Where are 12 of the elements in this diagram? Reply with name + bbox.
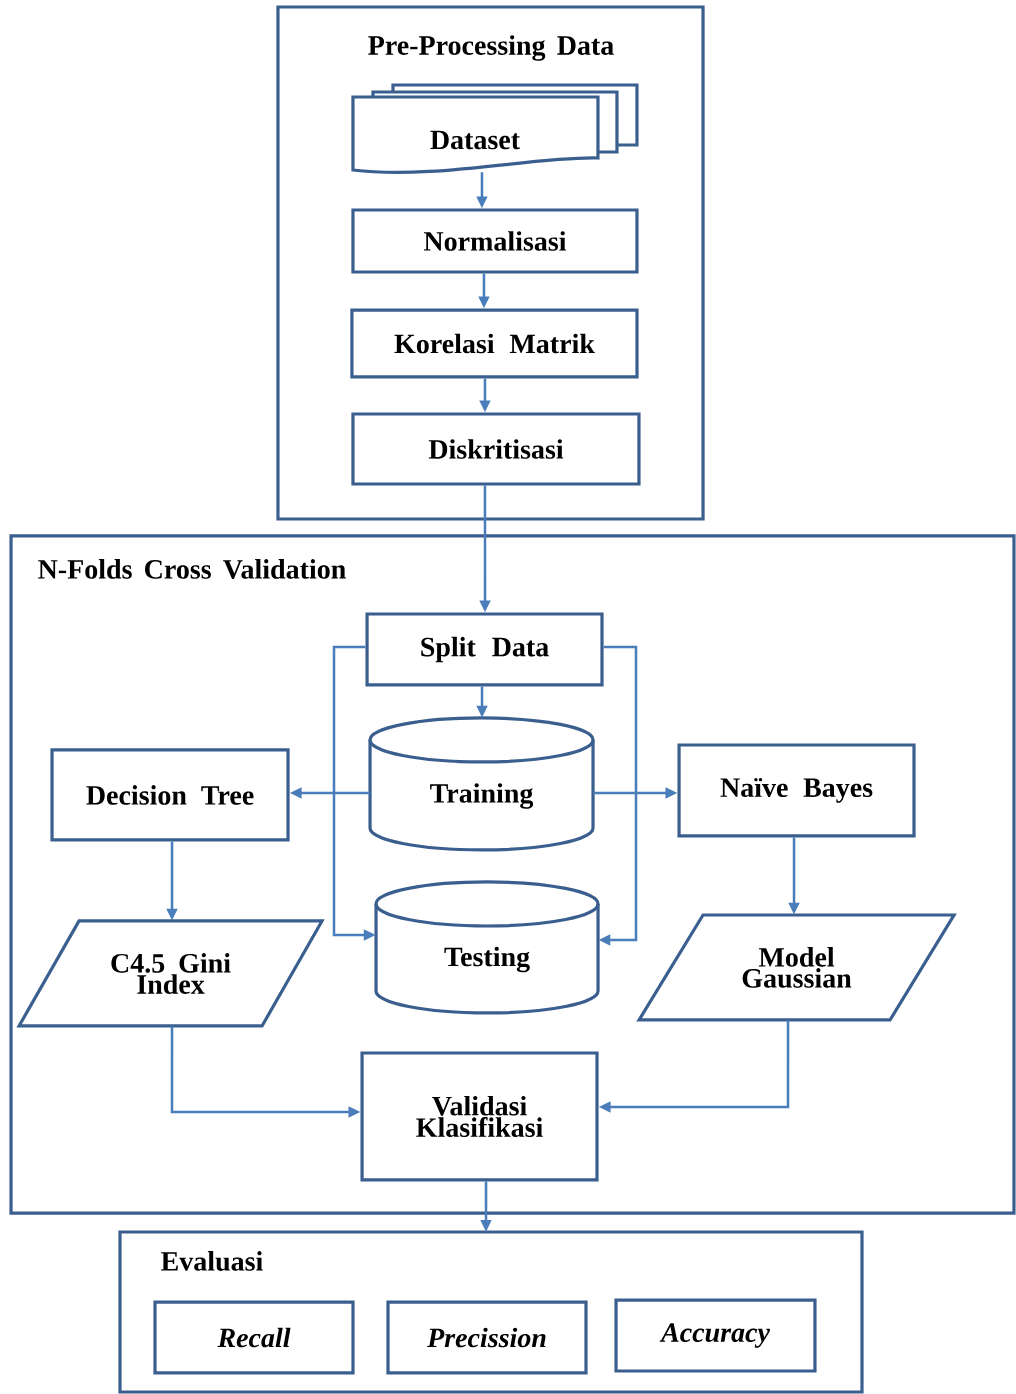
- process-box: Naïve Bayes: [677, 743, 916, 838]
- process-box: Korelasi Matrik: [350, 308, 639, 379]
- metric-box: Accuracy: [614, 1298, 817, 1373]
- database-cylinder: Testing: [374, 880, 600, 1015]
- process-box: Validasi Klasifikasi: [360, 1051, 599, 1182]
- metric-box: Recall: [153, 1300, 355, 1375]
- database-cylinder: Training: [368, 716, 595, 852]
- process-box: Diskritisasi: [351, 412, 641, 486]
- process-box: Decision Tree: [50, 748, 290, 842]
- process-box: Split Data: [365, 612, 604, 687]
- metric-box: Precission: [386, 1300, 588, 1375]
- process-box: Normalisasi: [351, 208, 639, 274]
